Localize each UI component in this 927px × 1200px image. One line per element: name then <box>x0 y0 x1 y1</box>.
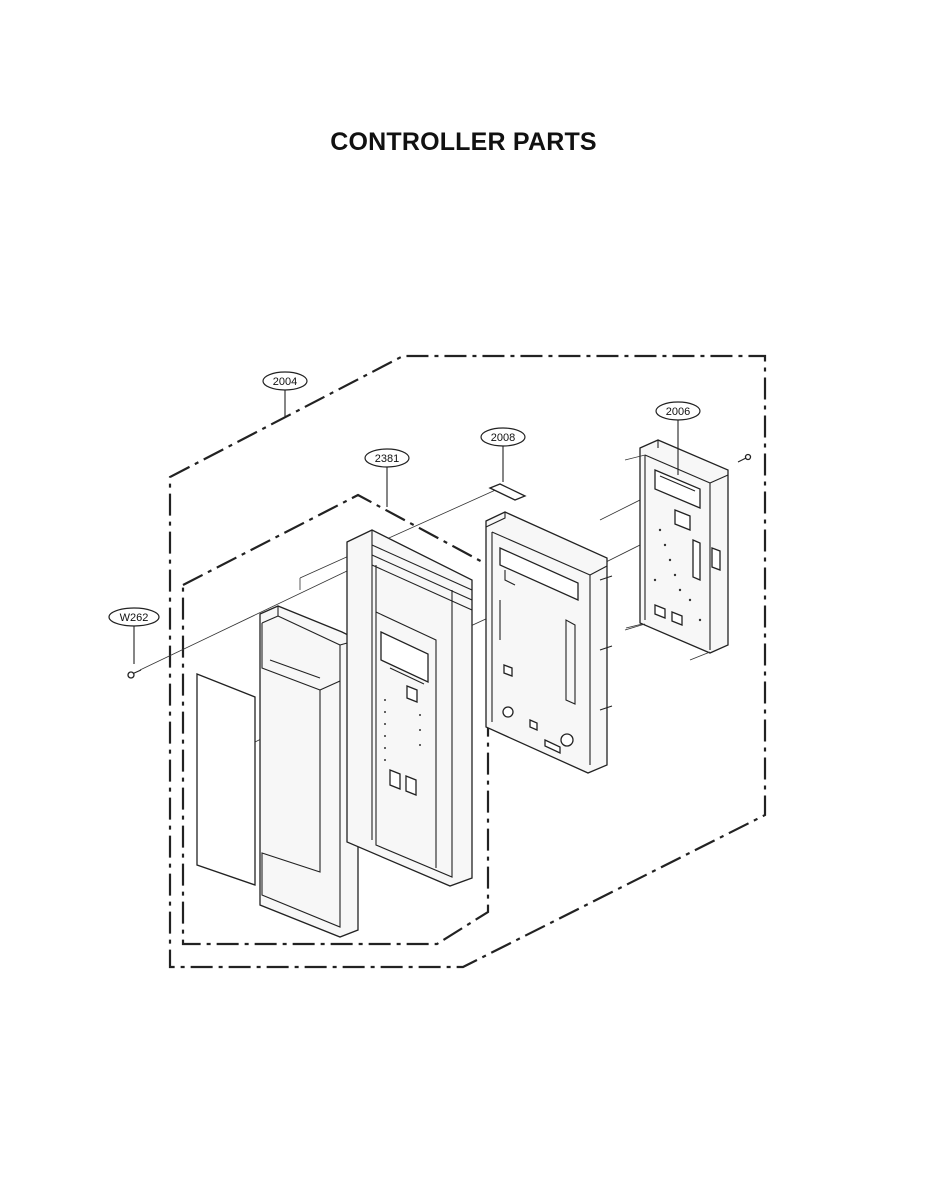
callout-W262: W262 <box>108 607 160 627</box>
callout-2008: 2008 <box>480 427 526 447</box>
screw-w262 <box>127 669 142 679</box>
bracket-tab <box>488 483 527 501</box>
assembly-boundary-2004 <box>168 354 767 969</box>
callout-label-W262: W262 <box>120 612 149 624</box>
screw-right <box>737 453 752 463</box>
assembly-boundary-2381 <box>181 493 490 946</box>
pcb-assembly <box>624 439 729 661</box>
callout-label-2006: 2006 <box>666 406 690 418</box>
callout-2381: 2381 <box>364 448 410 468</box>
callout-leaders <box>133 390 679 664</box>
page-title: CONTROLLER PARTS <box>330 128 597 156</box>
callout-label-2004: 2004 <box>273 376 297 388</box>
pcb-holder-bracket <box>485 511 613 774</box>
callout-2004: 2004 <box>262 371 308 391</box>
control-panel-housing <box>346 529 473 887</box>
front-frame-trim <box>259 605 359 938</box>
callout-label-2008: 2008 <box>491 432 515 444</box>
membrane-sheet <box>196 673 256 886</box>
callout-2006: 2006 <box>655 401 701 421</box>
callout-label-2381: 2381 <box>375 453 399 465</box>
